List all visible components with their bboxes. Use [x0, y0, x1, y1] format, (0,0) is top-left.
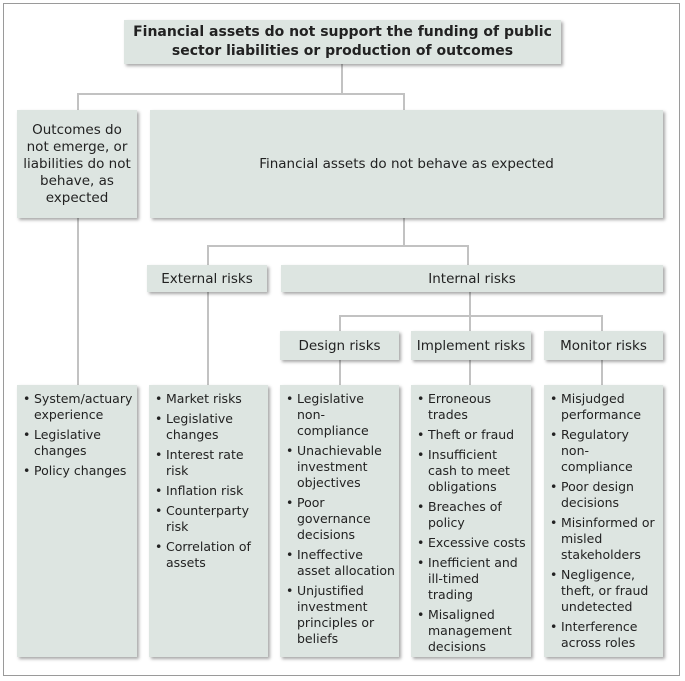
list-item: Theft or fraud [417, 427, 527, 443]
list-item: Insufficient cash to meet obligations [417, 447, 527, 495]
root-label: Financial assets do not support the fund… [133, 24, 552, 59]
assets-behaviour-node: Financial assets do not behave as expect… [150, 110, 663, 218]
connector [207, 245, 209, 265]
list-item: Legislative changes [23, 427, 133, 459]
list-item: Counterparty risk [155, 503, 264, 535]
list-item: Policy changes [23, 463, 133, 479]
outcomes-label: Outcomes do not emerge, or liabilities d… [23, 121, 131, 206]
connector [601, 360, 603, 385]
external-risk-list: Market risks Legislative changes Interes… [149, 385, 268, 657]
list-item: Poor governance decisions [286, 495, 395, 543]
list-item: Legislative changes [155, 411, 264, 443]
connector [339, 360, 341, 385]
list-item: Ineffective asset allocation [286, 547, 395, 579]
connector [339, 315, 603, 317]
monitor-risks-label: Monitor risks [560, 337, 647, 354]
list-item: Breaches of policy [417, 499, 527, 531]
list-item: Inefficient and ill-timed trading [417, 555, 527, 603]
connector [469, 291, 471, 315]
list-item: Legislative non-compliance [286, 391, 395, 439]
connector [77, 93, 405, 95]
diagram-frame [3, 3, 680, 676]
connector [467, 245, 469, 265]
internal-risks-node: Internal risks [281, 265, 663, 292]
connector [207, 245, 469, 247]
list-item: System/actuary experience [23, 391, 133, 423]
external-risks-label: External risks [161, 270, 253, 287]
list-item: Inflation risk [155, 483, 264, 499]
connector [77, 217, 79, 385]
design-risks-label: Design risks [298, 337, 381, 354]
list-item: Misaligned management decisions [417, 607, 527, 655]
design-risks-node: Design risks [280, 331, 399, 360]
connector [601, 315, 603, 331]
outcomes-risk-list: System/actuary experience Legislative ch… [17, 385, 137, 657]
list-item: Misinformed or misled stakeholders [550, 515, 659, 563]
connector [77, 93, 79, 111]
list-item: Poor design decisions [550, 479, 659, 511]
root-node: Financial assets do not support the fund… [124, 20, 561, 64]
connector [469, 360, 471, 385]
internal-risks-label: Internal risks [428, 270, 516, 287]
list-item: Unachievable investment objectives [286, 443, 395, 491]
connector [403, 93, 405, 111]
monitor-risks-node: Monitor risks [544, 331, 663, 360]
connector [403, 217, 405, 245]
external-risks-node: External risks [147, 265, 267, 292]
list-item: Interest rate risk [155, 447, 264, 479]
list-item: Interference across roles [550, 619, 659, 651]
outcomes-node: Outcomes do not emerge, or liabilities d… [17, 110, 137, 218]
implement-risks-node: Implement risks [411, 331, 531, 360]
list-item: Misjudged performance [550, 391, 659, 423]
design-risk-list: Legislative non-compliance Unachievable … [280, 385, 399, 657]
list-item: Unjustified investment principles or bel… [286, 583, 395, 647]
implement-risks-label: Implement risks [416, 337, 526, 354]
connector [339, 315, 341, 331]
connector [469, 315, 471, 331]
list-item: Negligence, theft, or fraud undetected [550, 567, 659, 615]
list-item: Erroneous trades [417, 391, 527, 423]
connector [207, 291, 209, 385]
implement-risk-list: Erroneous trades Theft or fraud Insuffic… [411, 385, 531, 657]
list-item: Regulatory non-compliance [550, 427, 659, 475]
assets-behaviour-label: Financial assets do not behave as expect… [259, 155, 554, 172]
connector [341, 63, 343, 93]
list-item: Market risks [155, 391, 264, 407]
list-item: Excessive costs [417, 535, 527, 551]
monitor-risk-list: Misjudged performance Regulatory non-com… [544, 385, 663, 657]
list-item: Correlation of assets [155, 539, 264, 571]
